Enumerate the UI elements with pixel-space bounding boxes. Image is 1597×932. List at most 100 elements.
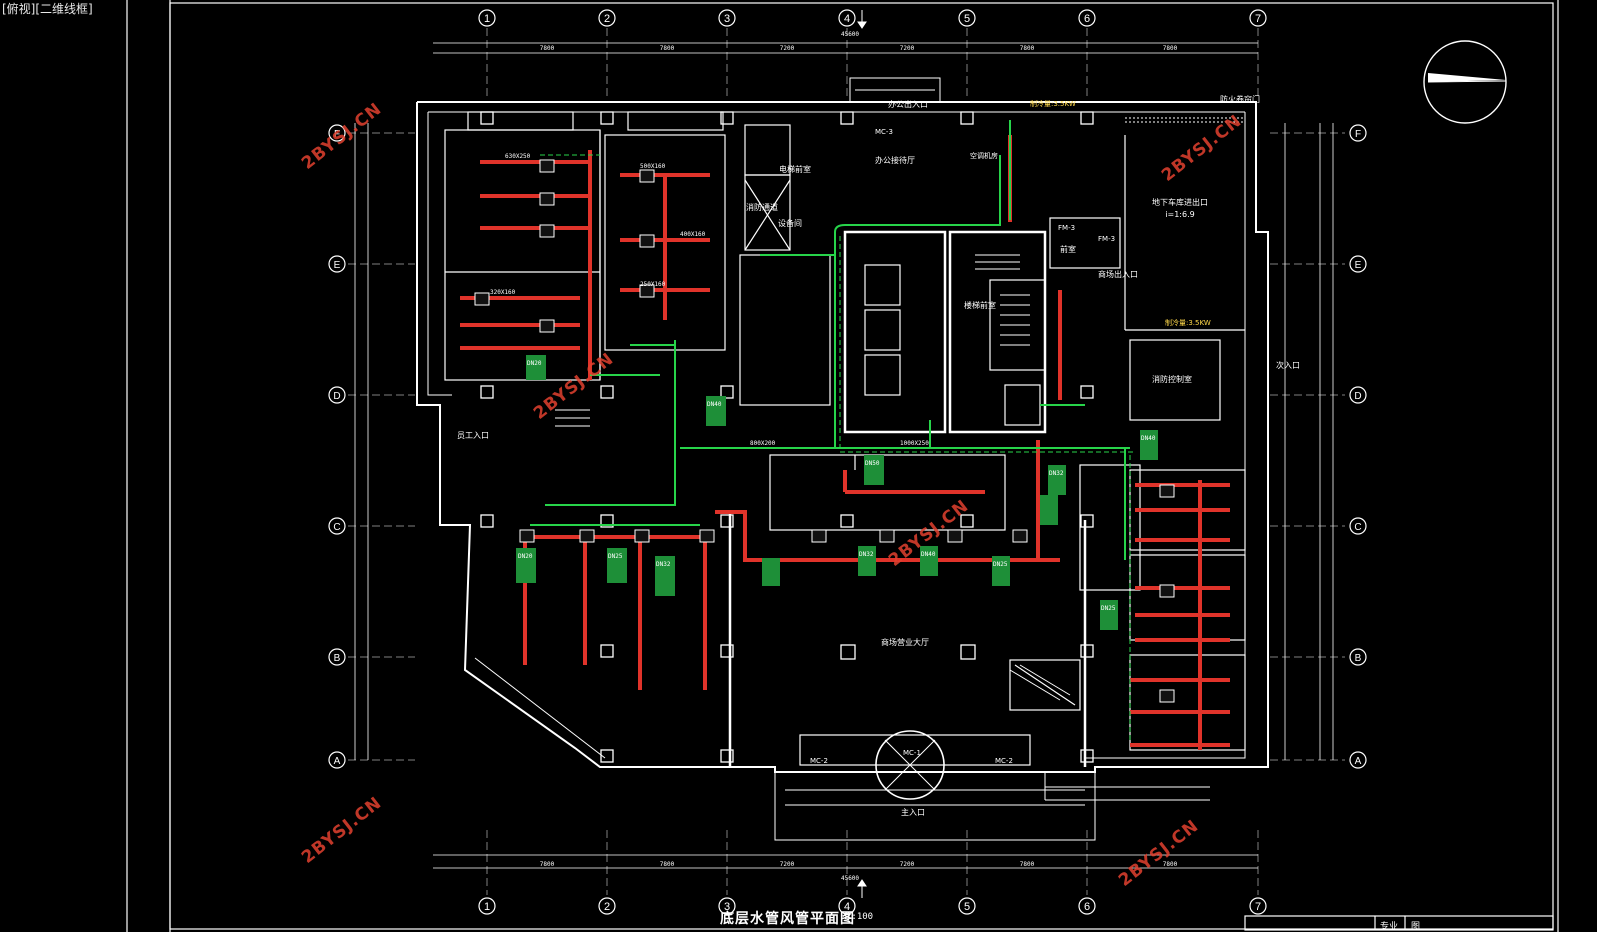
drawing-title: 底层水管风管平面图 — [720, 911, 855, 927]
structural-columns — [480, 111, 1094, 763]
column-labels-bottom: 1 2 3 4 5 6 7 — [484, 901, 1261, 913]
column-label: 4 — [844, 901, 850, 913]
pipe-size: DN25 — [1101, 605, 1116, 612]
viewport-label[interactable]: [俯视][二维线框] — [2, 2, 93, 16]
room-label: 主入口 — [901, 807, 925, 817]
dimension-values: 7800 7800 7200 7200 7800 7800 45600 7800… — [540, 31, 1178, 882]
room-label: 商场营业大厅 — [881, 637, 929, 647]
room-label: 楼梯前室 — [964, 300, 996, 310]
room-label: 消防控制室 — [1152, 374, 1192, 384]
water-pipes-return — [540, 154, 1135, 740]
column-label: 3 — [724, 901, 730, 913]
row-label: E — [334, 260, 341, 271]
column-label: 5 — [964, 13, 970, 25]
total-dimension: 45600 — [841, 875, 859, 882]
row-label: D — [1354, 391, 1361, 402]
span-dimension: 7800 — [1020, 861, 1035, 868]
column-markers-top — [478, 9, 1267, 27]
column-labels-top: 1 2 3 4 5 6 7 — [484, 13, 1261, 25]
pipe-size: DN40 — [1141, 435, 1156, 442]
span-dimension: 7200 — [780, 861, 795, 868]
duct-size: 500X160 — [640, 163, 666, 170]
grid-axis-lines — [348, 28, 1345, 895]
room-label: 办公出入口 — [888, 99, 928, 109]
drawing-scale: 1:100 — [846, 912, 874, 922]
column-label: 1 — [484, 901, 490, 913]
room-label: 地下车库进出口 — [1152, 197, 1208, 207]
column-label: 1 — [484, 13, 490, 25]
span-dimension: 7800 — [660, 861, 675, 868]
room-label: 商场出入口 — [1098, 269, 1138, 279]
span-dimension: 7800 — [1020, 45, 1035, 52]
row-label: A — [1355, 756, 1362, 767]
row-label: C — [1354, 522, 1361, 533]
column-label: 2 — [604, 13, 610, 25]
pipe-size: DN20 — [518, 553, 533, 560]
column-label: 4 — [844, 13, 850, 25]
room-label: 设备间 — [778, 218, 802, 228]
row-label: B — [1355, 653, 1362, 664]
room-label: 次入口 — [1276, 360, 1300, 370]
pipe-size-labels: DN20 DN25 DN32 DN40 DN50 DN32 DN40 DN25 … — [518, 360, 1156, 612]
equipment-annotations: 制冷量:3.5KW 制冷量:3.5KW 空调机房 FM-3 FM-3 MC-3 … — [810, 99, 1211, 765]
title-block-label: 专业 — [1380, 922, 1399, 932]
row-labels-left: F E D C B A — [333, 129, 340, 767]
column-label: 3 — [724, 13, 730, 25]
row-label: C — [333, 522, 340, 533]
row-labels-right: F E D C B A — [1354, 129, 1361, 767]
column-label: 2 — [604, 901, 610, 913]
span-dimension: 7800 — [660, 45, 675, 52]
entrance-details — [774, 77, 1245, 841]
door-label: MC-1 — [903, 749, 921, 757]
row-markers-right — [1349, 124, 1367, 769]
fan-coil-units — [474, 159, 1175, 703]
duct-size: 250X160 — [640, 281, 666, 288]
air-ducts — [460, 135, 1230, 750]
door-label: MC-2 — [995, 757, 1013, 765]
column-label: 6 — [1084, 13, 1090, 25]
room-label: 电梯前室 — [779, 164, 811, 174]
equipment-note: 制冷量:3.5KW — [1030, 99, 1076, 108]
room-label: 前室 — [1060, 244, 1076, 254]
span-dimension: 7800 — [1163, 45, 1178, 52]
column-label: 7 — [1255, 901, 1261, 913]
pipe-size: DN32 — [656, 561, 671, 568]
drawing-frame — [126, 0, 1559, 932]
room-label: i=1:6.9 — [1165, 210, 1194, 219]
pipe-size: DN25 — [608, 553, 623, 560]
door-label: MC-2 — [810, 757, 828, 765]
room-label: 防火卷帘门 — [1220, 94, 1260, 104]
duct-size: 800X200 — [750, 440, 776, 447]
span-dimension: 7200 — [780, 45, 795, 52]
duct-size: 630X250 — [505, 153, 531, 160]
row-label: E — [1355, 260, 1362, 271]
pipe-size: DN32 — [1049, 470, 1064, 477]
section-markers — [857, 10, 867, 898]
duct-size: 1000X250 — [900, 440, 929, 447]
span-dimension: 7200 — [900, 45, 915, 52]
north-arrow-icon — [1423, 40, 1507, 124]
pipe-size: DN20 — [527, 360, 542, 367]
row-label: B — [334, 653, 341, 664]
pipe-size: DN25 — [993, 561, 1008, 568]
door-label: MC-3 — [875, 128, 893, 136]
pipe-size: DN50 — [865, 460, 880, 467]
riser-label: FM-3 — [1058, 224, 1075, 232]
row-markers-left — [328, 124, 346, 769]
stairs — [555, 254, 1071, 701]
span-dimension: 7200 — [900, 861, 915, 868]
equipment-label: 空调机房 — [970, 151, 998, 160]
dimension-lines — [354, 42, 1334, 869]
duct-size: 320X160 — [490, 289, 516, 296]
interior-walls — [444, 111, 1246, 767]
span-dimension: 7800 — [540, 45, 555, 52]
pipe-size: DN40 — [921, 551, 936, 558]
row-label: F — [334, 129, 340, 140]
span-dimension: 7800 — [540, 861, 555, 868]
duct-size-labels: 630X250 500X160 400X160 250X160 320X160 … — [490, 153, 929, 447]
total-dimension: 45600 — [841, 31, 859, 38]
row-label: D — [333, 391, 340, 402]
building-outline — [416, 101, 1269, 773]
room-label: 员工入口 — [457, 431, 489, 440]
